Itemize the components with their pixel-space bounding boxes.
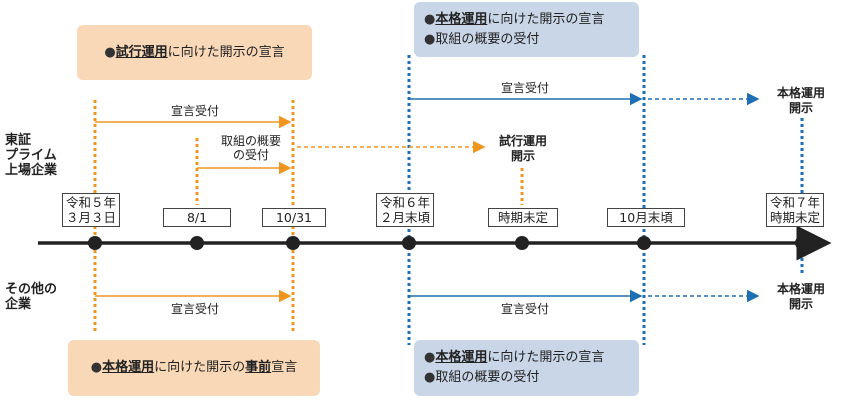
box-full-declaration-bottom: ●本格運用に向けた開示の宣言 ●取組の概要の受付 bbox=[414, 340, 639, 396]
label-declaration-top: 宣言受付 bbox=[170, 104, 219, 118]
date-r7-undecided: 令和７年 時期未定 bbox=[766, 193, 825, 227]
box-trial-declaration: ●試行運用に向けた開示の宣言 bbox=[77, 25, 312, 80]
date-r5-mar3: 令和５年 ３月３日 bbox=[62, 193, 121, 227]
label-full-disclosure-top: 本格運用 開示 bbox=[776, 86, 825, 115]
label-prime-companies: 東証 プライム 上場企業 bbox=[5, 133, 58, 178]
label-overview-accept: 取組の概要 の受付 bbox=[220, 134, 281, 162]
label-other-companies: その他の 企業 bbox=[5, 282, 58, 312]
dot-oct31 bbox=[286, 236, 300, 250]
label-declaration-bottom: 宣言受付 bbox=[170, 302, 219, 316]
box-bold-text: 試行運用 bbox=[115, 44, 168, 60]
bullet: ● bbox=[104, 44, 116, 60]
date-r6-feb-end: 令和６年 ２月末頃 bbox=[376, 193, 435, 227]
label-full-disclosure-bottom: 本格運用 開示 bbox=[776, 282, 825, 311]
label-declaration-bottom-blue: 宣言受付 bbox=[500, 302, 549, 316]
box-full-declaration-top: ●本格運用に向けた開示の宣言 ●取組の概要の受付 bbox=[414, 2, 639, 57]
dot-r7 bbox=[795, 236, 809, 250]
date-undecided: 時期未定 bbox=[488, 208, 558, 227]
label-declaration-top-blue: 宣言受付 bbox=[500, 81, 549, 95]
date-oct-end: 10月末頃 bbox=[607, 208, 685, 227]
date-aug1: 8/1 bbox=[163, 208, 231, 227]
label-trial-disclosure: 試行運用 開示 bbox=[498, 134, 547, 163]
date-oct31: 10/31 bbox=[262, 208, 326, 227]
dot-mar3 bbox=[88, 236, 102, 250]
box-full-pre-declaration: ●本格運用に向けた開示の事前宣言 bbox=[68, 340, 320, 396]
dot-aug1 bbox=[190, 236, 204, 250]
dot-oct-end bbox=[637, 236, 651, 250]
dot-feb-end bbox=[402, 236, 416, 250]
dot-trial bbox=[515, 236, 529, 250]
